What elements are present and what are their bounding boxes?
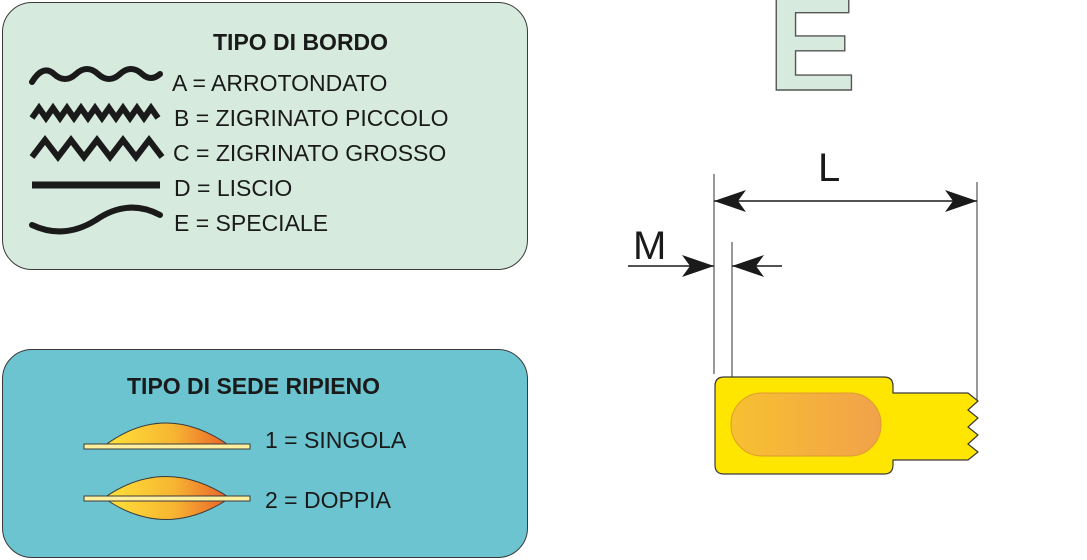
filling-seat-type-panel xyxy=(2,349,528,558)
small-zigzag-edge-icon xyxy=(29,102,161,124)
edge-type-b-label: B = ZIGRINATO PICCOLO xyxy=(174,105,449,131)
dimension-l-arrow xyxy=(714,190,977,212)
curved-edge-icon xyxy=(29,204,163,235)
double-seat-icon xyxy=(83,476,251,520)
dimension-l-label: L xyxy=(818,146,841,190)
edge-type-a-label: A = ARROTONDATO xyxy=(172,70,388,96)
edge-type-title: TIPO DI BORDO xyxy=(213,29,389,55)
single-seat-icon xyxy=(83,422,251,450)
dimension-m-arrow xyxy=(628,255,782,277)
filling-area xyxy=(730,392,882,457)
seat-type-2-label: 2 = DOPPIA xyxy=(265,487,391,513)
edge-type-d-label: D = LISCIO xyxy=(174,175,293,201)
filling-seat-type-title: TIPO DI SEDE RIPIENO xyxy=(127,373,381,399)
dimension-m-label: M xyxy=(633,224,667,268)
edge-type-c-label: C = ZIGRINATO GROSSO xyxy=(173,140,447,166)
wavy-rounded-edge-icon xyxy=(29,66,163,85)
seat-type-1-label: 1 = SINGOLA xyxy=(265,427,407,453)
shape-letter: E xyxy=(767,0,858,119)
edge-type-e-label: E = SPECIALE xyxy=(174,210,329,236)
large-zigzag-edge-icon xyxy=(29,135,165,162)
